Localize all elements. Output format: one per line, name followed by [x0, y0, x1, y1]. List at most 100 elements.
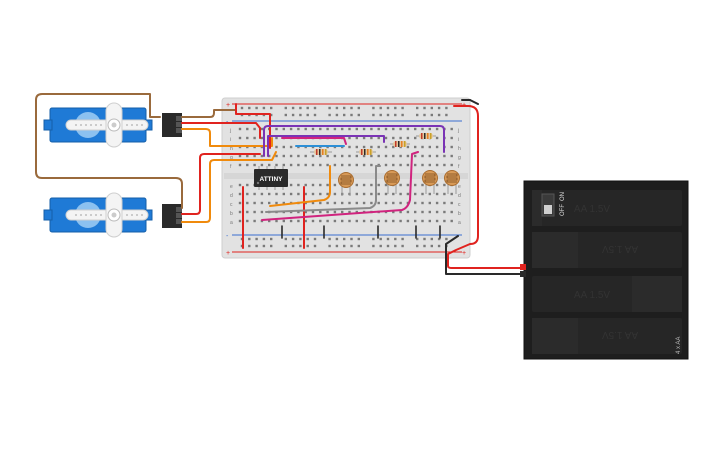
breadboard-hole[interactable] — [238, 163, 242, 167]
breadboard-hole[interactable] — [246, 219, 249, 223]
wire-orange-servo-top[interactable] — [181, 128, 273, 147]
breadboard-hole[interactable] — [362, 183, 366, 187]
breadboard-hole[interactable] — [362, 154, 366, 158]
breadboard-hole[interactable] — [416, 113, 419, 117]
breadboard-hole[interactable] — [255, 237, 258, 241]
breadboard-hole[interactable] — [370, 201, 373, 205]
breadboard-hole[interactable] — [355, 219, 358, 223]
breadboard-hole[interactable] — [282, 192, 285, 196]
breadboard-hole[interactable] — [326, 210, 329, 214]
breadboard-hole[interactable] — [238, 192, 242, 196]
breadboard-hole[interactable] — [406, 127, 410, 131]
breadboard-hole[interactable] — [423, 106, 426, 110]
breadboard-hole[interactable] — [253, 201, 256, 205]
breadboard-hole[interactable] — [341, 163, 344, 167]
breadboard-hole[interactable] — [370, 163, 373, 167]
servo-motor-bottom[interactable] — [43, 192, 182, 238]
breadboard-hole[interactable] — [377, 201, 380, 205]
breadboard-hole[interactable] — [355, 183, 358, 187]
breadboard-hole[interactable] — [392, 154, 395, 158]
breadboard-hole[interactable] — [379, 237, 382, 241]
breadboard-hole[interactable] — [357, 106, 360, 110]
breadboard-hole[interactable] — [299, 244, 302, 248]
breadboard-hole[interactable] — [406, 219, 410, 223]
breadboard-hole[interactable] — [430, 113, 433, 117]
wire-orange-servo-bottom[interactable] — [181, 151, 277, 223]
wire-purple-short[interactable] — [267, 135, 385, 157]
breadboard-hole[interactable] — [430, 106, 433, 110]
breadboard-hole[interactable] — [253, 210, 256, 214]
breadboard-hole[interactable] — [370, 136, 373, 140]
breadboard-hole[interactable] — [384, 154, 388, 158]
breadboard-hole[interactable] — [370, 127, 373, 131]
breadboard-hole[interactable] — [416, 106, 419, 110]
breadboard-hole[interactable] — [306, 237, 309, 241]
breadboard-hole[interactable] — [421, 210, 424, 214]
breadboard-hole[interactable] — [435, 163, 439, 167]
breadboard-hole[interactable] — [386, 113, 390, 117]
breadboard-hole[interactable] — [333, 154, 337, 158]
wire-brown-servo-loop[interactable] — [35, 93, 183, 209]
breadboard-hole[interactable] — [348, 201, 351, 205]
breadboard-hole[interactable] — [311, 163, 315, 167]
breadboard-hole[interactable] — [297, 154, 300, 158]
breadboard-hole[interactable] — [355, 210, 358, 214]
breadboard-hole[interactable] — [253, 163, 256, 167]
breadboard-hole[interactable] — [421, 145, 424, 149]
breadboard-hole[interactable] — [319, 201, 322, 205]
breadboard-hole[interactable] — [437, 237, 441, 241]
breadboard-hole[interactable] — [319, 154, 322, 158]
breadboard-hole[interactable] — [362, 201, 366, 205]
breadboard-hole[interactable] — [362, 127, 366, 131]
breadboard-hole[interactable] — [428, 210, 431, 214]
breadboard-hole[interactable] — [341, 154, 344, 158]
resistor-1[interactable] — [310, 149, 332, 155]
wire-battery-red[interactable] — [447, 105, 525, 269]
breadboard-hole[interactable] — [328, 106, 331, 110]
breadboard-hole[interactable] — [445, 237, 448, 241]
breadboard-hole[interactable] — [238, 201, 242, 205]
battery-power-switch[interactable]: OFF ON — [541, 192, 566, 217]
breadboard-hole[interactable] — [421, 163, 424, 167]
breadboard-hole[interactable] — [355, 201, 358, 205]
breadboard-hole[interactable] — [248, 244, 251, 248]
wire-battery-black[interactable] — [445, 235, 525, 275]
breadboard-hole[interactable] — [392, 127, 395, 131]
breadboard-hole[interactable] — [414, 210, 417, 214]
breadboard-hole[interactable] — [275, 145, 278, 149]
breadboard-hole[interactable] — [260, 192, 264, 196]
breadboard-hole[interactable] — [275, 136, 278, 140]
breadboard-hole[interactable] — [348, 163, 351, 167]
breadboard-hole[interactable] — [268, 201, 271, 205]
breadboard-hole[interactable] — [372, 106, 375, 110]
breadboard-hole[interactable] — [435, 127, 439, 131]
breadboard-hole[interactable] — [262, 106, 266, 110]
breadboard-hole[interactable] — [238, 219, 242, 223]
breadboard-hole[interactable] — [291, 244, 295, 248]
breadboard-hole[interactable] — [406, 154, 410, 158]
breadboard-hole[interactable] — [284, 244, 287, 248]
breadboard-hole[interactable] — [341, 127, 344, 131]
breadboard-hole[interactable] — [399, 127, 402, 131]
breadboard-hole[interactable] — [370, 154, 373, 158]
breadboard-hole[interactable] — [414, 201, 417, 205]
breadboard-hole[interactable] — [399, 201, 402, 205]
breadboard-hole[interactable] — [355, 136, 358, 140]
breadboard-hole[interactable] — [430, 237, 433, 241]
servo-motor-top[interactable] — [43, 102, 182, 148]
breadboard-hole[interactable] — [445, 106, 448, 110]
breadboard-hole[interactable] — [437, 106, 441, 110]
breadboard-hole[interactable] — [260, 219, 264, 223]
breadboard-hole[interactable] — [435, 201, 439, 205]
breadboard-hole[interactable] — [319, 210, 322, 214]
breadboard-hole[interactable] — [379, 244, 382, 248]
breadboard-hole[interactable] — [326, 192, 329, 196]
breadboard-hole[interactable] — [450, 145, 453, 149]
breadboard-hole[interactable] — [248, 237, 251, 241]
breadboard-hole[interactable] — [240, 106, 244, 110]
breadboard-hole[interactable] — [399, 192, 402, 196]
breadboard-hole[interactable] — [384, 136, 388, 140]
breadboard-hole[interactable] — [306, 113, 309, 117]
breadboard-hole[interactable] — [421, 183, 424, 187]
breadboard-hole[interactable] — [341, 201, 344, 205]
